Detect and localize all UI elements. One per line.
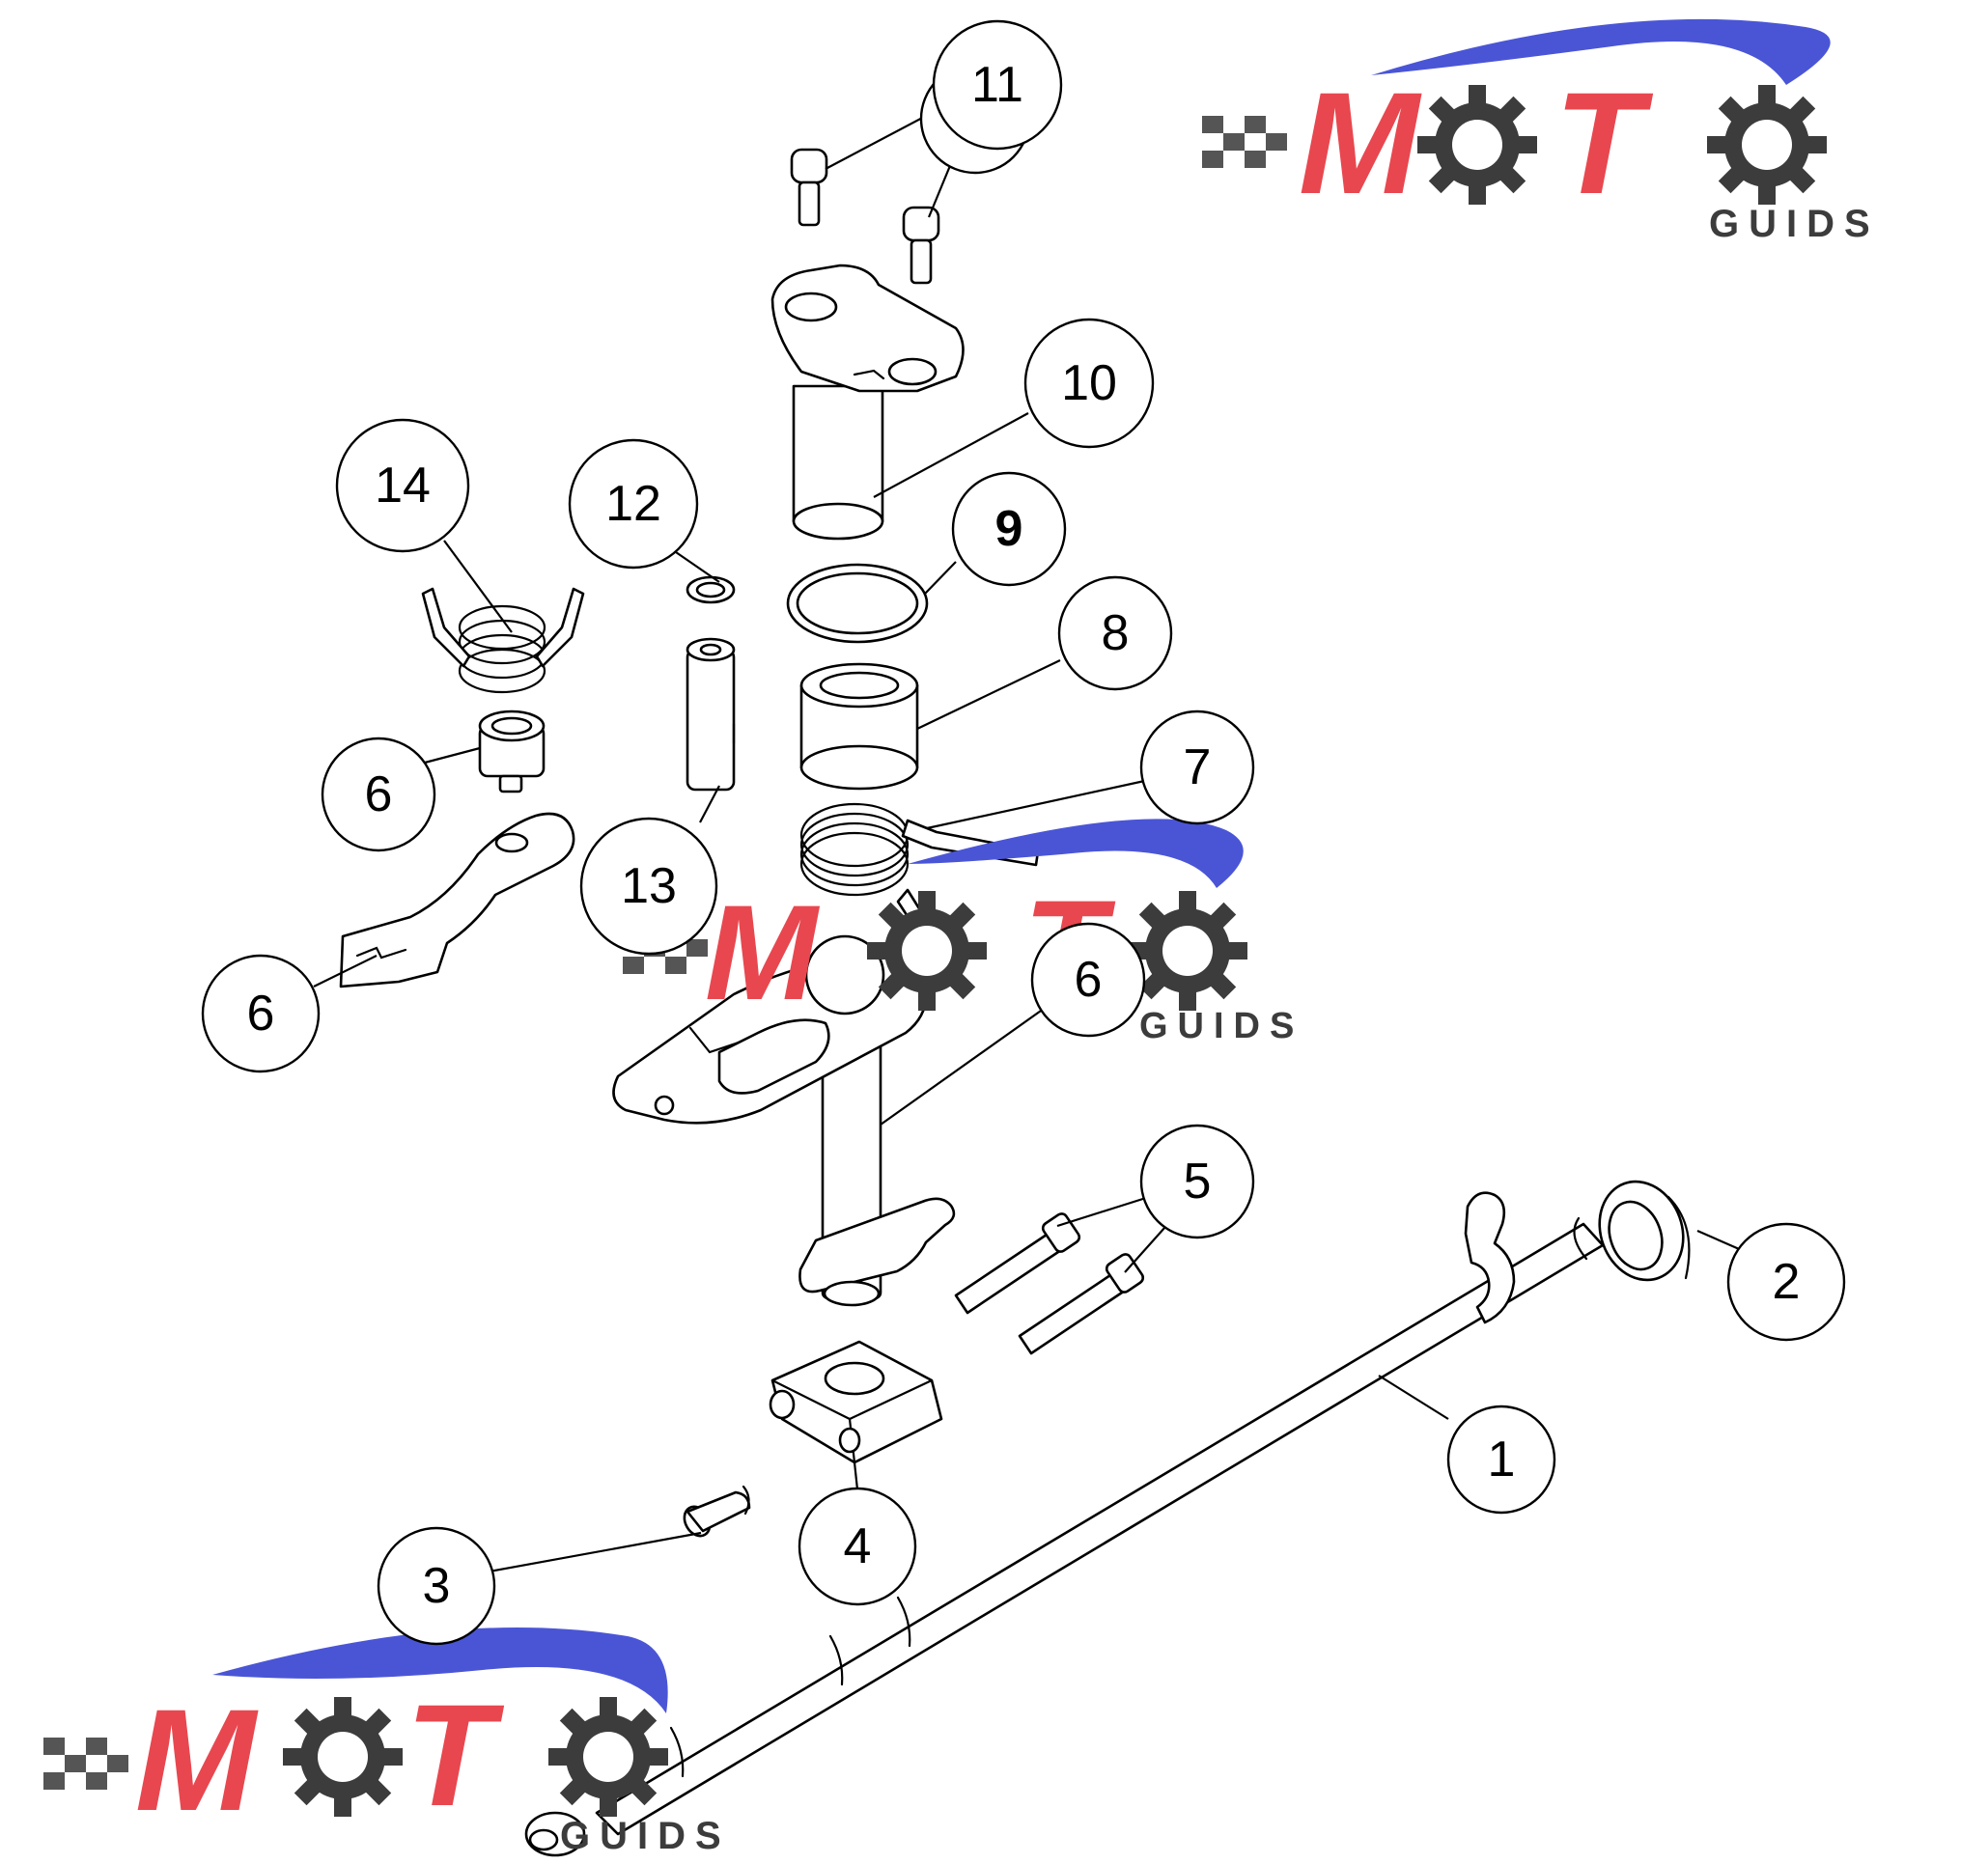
- logo-sub-text-top: GUIDS: [1709, 203, 1880, 245]
- spring-pin-part: [683, 1485, 751, 1538]
- callout-10: 10: [1023, 318, 1155, 449]
- callout-14: 14: [335, 418, 470, 553]
- shift-lever-assembly-part: [612, 934, 956, 1307]
- bushing-part: [799, 662, 919, 791]
- callout-label: 6: [365, 766, 393, 822]
- o-ring-part: [786, 563, 929, 644]
- small-o-ring-part: [686, 575, 736, 604]
- callout-label: 10: [1061, 355, 1117, 411]
- guide-block-part: [769, 1340, 943, 1464]
- callout-2: 2: [1726, 1222, 1846, 1342]
- callout-label: 14: [375, 458, 431, 514]
- callout-label: 5: [1184, 1154, 1212, 1210]
- logo-letter-m: M: [1299, 62, 1422, 224]
- small-bolts-part: [790, 148, 940, 285]
- callout-label: 9: [995, 501, 1023, 557]
- leader-lines: [313, 105, 1753, 1577]
- logo-letter-m: M: [135, 1679, 259, 1841]
- logo-sub-text-bottom: GUIDS: [560, 1815, 731, 1857]
- watermark-logo-bottom: M T GUIDS: [43, 1628, 731, 1857]
- callout-11: 11: [919, 19, 1063, 175]
- long-bolts-part: [954, 1212, 1145, 1355]
- logo-letter-m: M: [705, 876, 821, 1028]
- logo-letter-t: T: [1554, 62, 1654, 224]
- callout-8: 8: [1057, 575, 1173, 691]
- callout-label: 11: [971, 57, 1023, 113]
- callout-5: 5: [1139, 1124, 1255, 1239]
- logo-letter-t: T: [406, 1674, 505, 1836]
- callout-6-upper: 6: [321, 737, 436, 852]
- logo-sub-text-middle: GUIDS: [1139, 1006, 1303, 1046]
- callout-label: 4: [844, 1518, 872, 1574]
- callout-label: 3: [423, 1558, 451, 1614]
- callout-label: 12: [605, 476, 661, 532]
- callout-label: 7: [1184, 739, 1212, 795]
- washer-part: [1598, 1180, 1691, 1282]
- callout-13: 13: [579, 817, 718, 956]
- watermark-logo-middle: M T GUIDS: [623, 819, 1303, 1046]
- dowel-pin-part: [686, 637, 736, 792]
- watermark-logo-top: M T GUIDS: [1202, 18, 1880, 245]
- callout-4: 4: [798, 1487, 917, 1606]
- roller-cap-part: [478, 709, 546, 793]
- callout-label: 2: [1773, 1254, 1801, 1310]
- callout-label: 6: [1075, 952, 1103, 1008]
- callout-label: 6: [247, 986, 275, 1042]
- selector-shaft-part: [524, 1191, 1605, 1857]
- shaft-housing-part: [770, 264, 965, 541]
- callout-6-lower: 6: [201, 954, 321, 1073]
- callout-label: 1: [1488, 1432, 1516, 1488]
- double-spring-part: [421, 587, 585, 694]
- callout-6-center: 6: [1030, 922, 1146, 1038]
- callout-label: 13: [621, 858, 677, 914]
- callout-3: 3: [377, 1526, 496, 1646]
- callout-7: 7: [1139, 709, 1255, 825]
- callout-9: 9: [951, 471, 1067, 587]
- callout-12: 12: [568, 438, 699, 570]
- stopper-arm-part: [339, 812, 575, 988]
- callout-1: 1: [1446, 1405, 1556, 1515]
- callout-label: 8: [1102, 605, 1130, 661]
